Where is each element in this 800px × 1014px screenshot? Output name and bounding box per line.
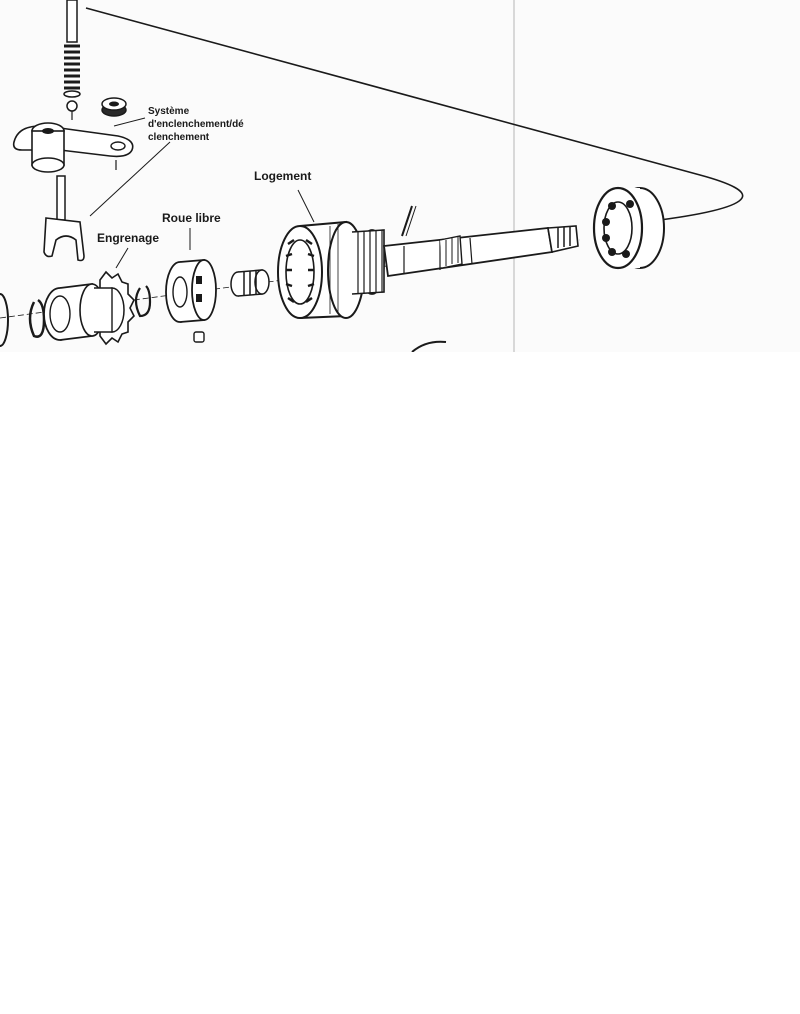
- detent-spring-assembly: [63, 0, 81, 120]
- label-freewheel: Roue libre: [162, 211, 221, 225]
- ball-bearing: [592, 186, 665, 270]
- shaft-gear: [351, 229, 385, 295]
- small-circlip: [134, 285, 152, 318]
- shift-fork: [43, 175, 85, 262]
- freewheel-roue-libre: [165, 259, 217, 343]
- circlip: [28, 298, 46, 338]
- diagram-drawing: [0, 0, 744, 352]
- label-shift-system-line3: clenchement: [148, 132, 210, 143]
- label-shift-system: Système d'enclenchement/dé clenchement: [148, 105, 244, 144]
- main-shaft: [382, 205, 579, 278]
- label-shift-system-line2: d'enclenchement/dé: [148, 119, 244, 130]
- label-housing: Logement: [254, 169, 312, 183]
- label-shift-system-line1: Système: [148, 106, 190, 117]
- left-edge-ring: [0, 293, 9, 347]
- housing-logement: [277, 220, 365, 319]
- ring-nut: [101, 97, 127, 117]
- leader-lines: [89, 117, 315, 269]
- bottom-fragment: [411, 340, 447, 352]
- blank-page-area: [0, 352, 800, 1014]
- gear-engrenage: [94, 270, 135, 346]
- shift-lever: [12, 122, 134, 173]
- assembly-guide-line: [85, 7, 744, 221]
- label-gear: Engrenage: [97, 231, 160, 245]
- needle-bearing: [230, 269, 270, 297]
- exploded-parts-diagram: Système d'enclenchement/dé clenchement L…: [0, 0, 800, 352]
